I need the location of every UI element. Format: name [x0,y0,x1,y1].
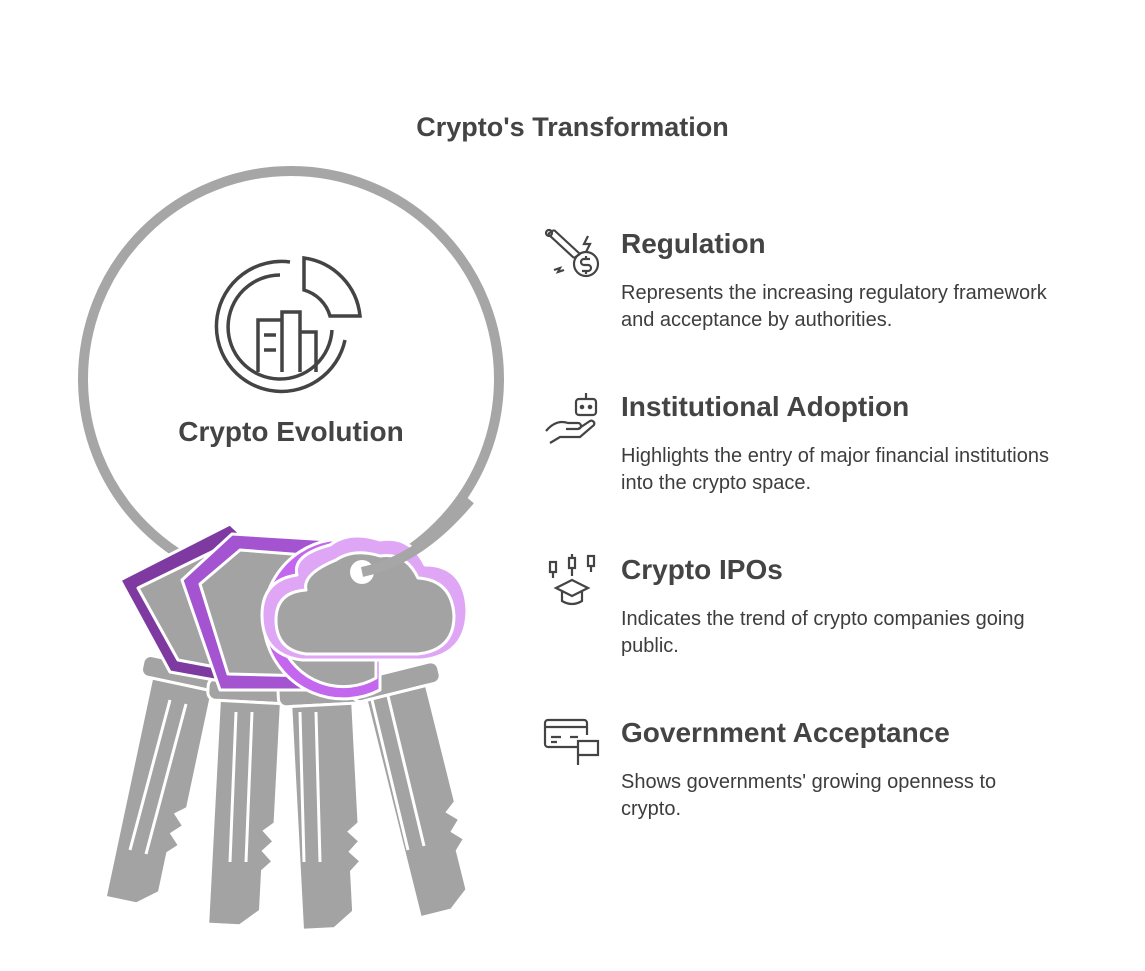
center-label: Crypto Evolution [178,416,404,447]
key-tags [118,522,469,701]
item-description: Highlights the entry of major financial … [621,445,1049,494]
hand-robot-icon [545,393,598,444]
item-title: Institutional Adoption [621,391,910,422]
keys [103,654,469,932]
item-description: Indicates the trend of crypto companies … [621,608,1025,657]
card-flag-icon [543,718,600,765]
item-title: Regulation [621,228,766,259]
item-title: Government Acceptance [621,717,950,748]
diagram-title: Crypto's Transformation [416,112,729,142]
key-2 [206,676,300,928]
gavel-dollar-icon [544,228,600,278]
key-4 [349,660,469,920]
pie-chart-buildings-icon [214,255,362,394]
candlestick-graduation-cap-icon [548,554,596,606]
key-3 [276,679,370,932]
item-title: Crypto IPOs [621,554,783,585]
item-description: Shows governments' growing openness to c… [621,771,997,820]
item-description: Represents the increasing regulatory fra… [621,282,1047,331]
